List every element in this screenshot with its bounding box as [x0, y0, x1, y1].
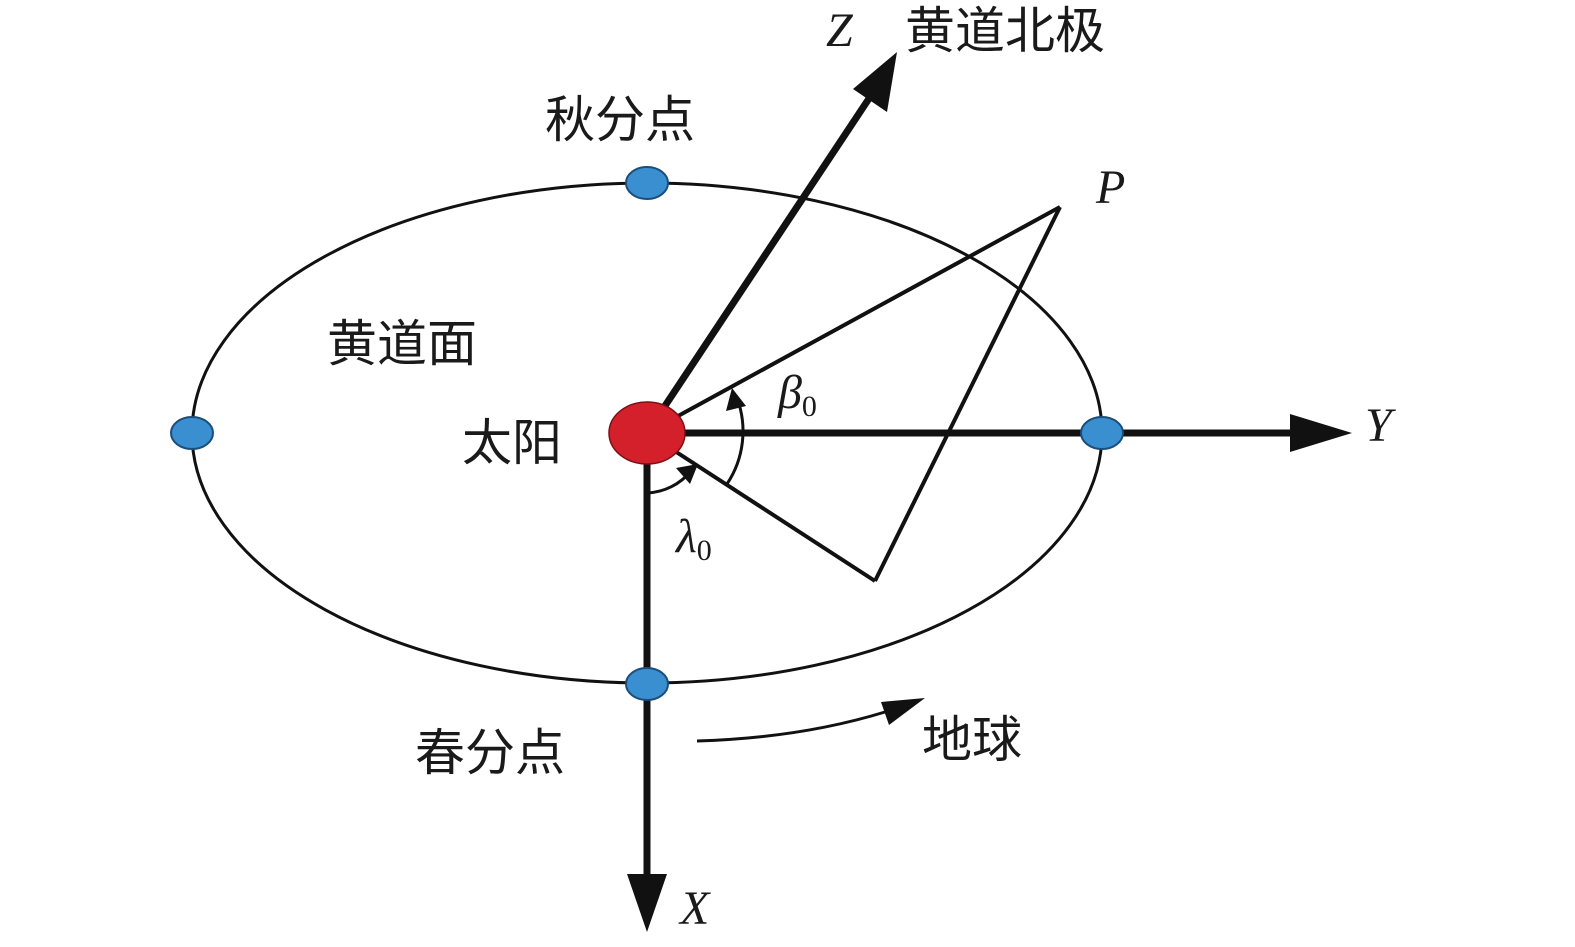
left-orbit-point	[170, 416, 214, 450]
x-axis-label: X	[678, 882, 711, 935]
beta-angle-label: β0	[777, 366, 817, 423]
autumn-equinox-label: 秋分点	[545, 91, 695, 149]
z-axis-arrowhead	[853, 52, 897, 112]
right-orbit-point	[1080, 416, 1124, 450]
p-vertical-line	[873, 206, 1062, 582]
lambda-symbol: λ	[674, 510, 697, 563]
projection-line	[645, 431, 877, 583]
sun	[608, 401, 686, 465]
sun-label: 太阳	[462, 414, 562, 472]
z-axis-label: Z	[826, 4, 854, 57]
beta-symbol: β	[777, 366, 802, 419]
beta-subscript: 0	[802, 390, 817, 423]
lambda-arc-arrowhead	[676, 464, 698, 484]
ecliptic-north-pole-label: 黄道北极	[905, 2, 1105, 60]
y-axis-label: Y	[1365, 399, 1396, 452]
sun-to-p-line	[646, 205, 1061, 435]
point-p-label: P	[1095, 161, 1125, 214]
lambda-angle-label: λ0	[674, 510, 712, 567]
earth-motion-arrow	[696, 710, 886, 743]
y-axis-arrowhead	[1290, 414, 1352, 452]
spring-equinox-point	[625, 667, 669, 701]
autumn-equinox-point	[625, 166, 669, 200]
z-axis-line	[644, 95, 873, 435]
lambda-subscript: 0	[697, 534, 712, 567]
earth-label: 地球	[922, 711, 1022, 769]
beta-arc-arrowhead	[726, 388, 746, 411]
beta-angle-arc	[725, 397, 745, 485]
earth-arrowhead	[881, 698, 925, 725]
spring-equinox-label: 春分点	[415, 724, 565, 782]
x-axis-arrowhead	[627, 874, 667, 932]
ecliptic-plane-label: 黄道面	[327, 315, 477, 373]
